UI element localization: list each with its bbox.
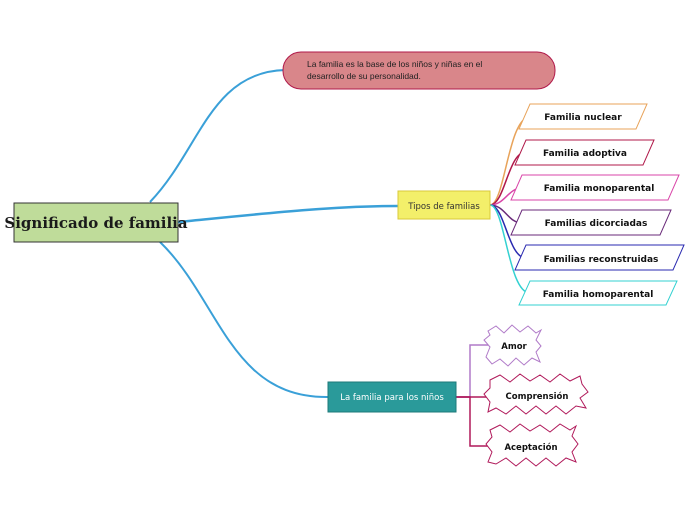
tipo-item-monoparental[interactable]: Familia monoparental: [510, 174, 680, 201]
note-line-2: desarrollo de su personalidad.: [307, 71, 421, 81]
ninos-node[interactable]: La familia para los niños: [327, 381, 457, 413]
branch-to-tipos: [177, 204, 399, 224]
tipo-item-reconstruidas[interactable]: Familias reconstruidas: [514, 244, 685, 271]
connector-homoparental: [489, 204, 531, 294]
note-line-1: La familia es la base de los niños y niñ…: [307, 59, 482, 69]
ninos-label: La familia para los niños: [340, 393, 444, 403]
ninos-item-label: Comprensión: [506, 391, 569, 402]
tipo-item-label: Familia adoptiva: [543, 149, 627, 159]
tipo-item-adoptiva[interactable]: Familia adoptiva: [514, 139, 655, 166]
connector-amor: [456, 344, 488, 398]
central-node[interactable]: Significado de familia: [4, 202, 188, 243]
tipo-item-nuclear[interactable]: Familia nuclear: [518, 103, 648, 130]
tipo-item-label: Familia homoparental: [543, 290, 654, 300]
ninos-item-aceptacion[interactable]: Aceptación: [485, 423, 579, 467]
tipos-node[interactable]: Tipos de familias: [397, 190, 491, 220]
ninos-item-amor[interactable]: Amor: [483, 324, 543, 367]
tipo-item-label: Familia monoparental: [544, 184, 655, 194]
ninos-item-label: Amor: [501, 342, 527, 352]
tipo-item-label: Familia nuclear: [544, 113, 622, 123]
tipo-item-divorciadas[interactable]: Familias dicorciadas: [510, 209, 672, 236]
ninos-item-comprension[interactable]: Comprensión: [483, 373, 589, 415]
tipo-item-label: Familias dicorciadas: [545, 219, 648, 229]
tipo-item-homoparental[interactable]: Familia homoparental: [518, 280, 678, 306]
tipos-label: Tipos de familias: [407, 202, 480, 212]
branch-to-note: [149, 69, 286, 203]
ninos-item-label: Aceptación: [504, 442, 557, 453]
branch-to-ninos: [159, 241, 329, 399]
tipo-item-label: Familias reconstruidas: [544, 255, 659, 265]
note-node[interactable]: La familia es la base de los niños y niñ…: [282, 51, 556, 90]
ninos-connectors: [456, 344, 488, 447]
connector-aceptacion: [456, 396, 488, 447]
central-label: Significado de familia: [4, 214, 187, 232]
